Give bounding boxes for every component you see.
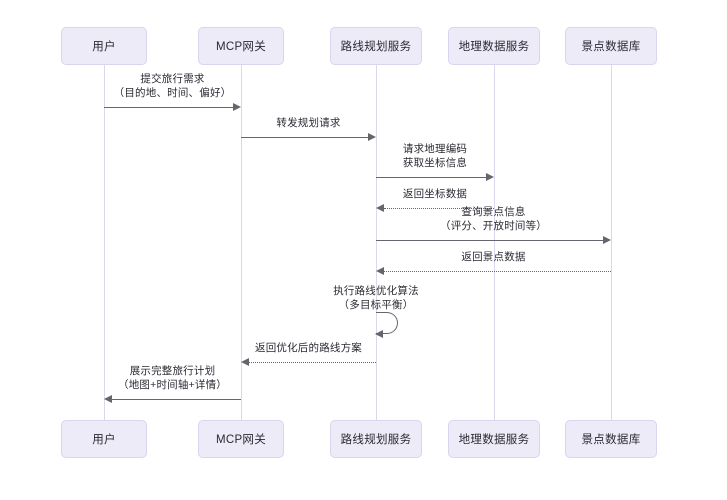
participant-label: 景点数据库 [581, 41, 641, 53]
arrow-head-2 [368, 132, 376, 141]
lifeline-geo-data-service [494, 65, 495, 420]
participant-route-planning-service-bottom[interactable]: 路线规划服务 [330, 420, 422, 458]
message-label-9: 展示完整旅行计划 （地图+时间轴+详情） [118, 365, 227, 391]
arrow-head-6 [376, 266, 384, 275]
message-label-5: 查询景点信息 （评分、开放时间等） [440, 206, 547, 232]
message-line-5 [376, 240, 603, 241]
message-label-6: 返回景点数据 [461, 251, 526, 263]
message-line-3 [376, 177, 486, 178]
message-line-9 [112, 399, 241, 400]
message-label-4: 返回坐标数据 [402, 188, 468, 200]
lifeline-poi-database [611, 65, 612, 420]
arrow-head-3 [486, 172, 494, 181]
message-label-7: 执行路线优化算法 （多目标平衡） [333, 285, 419, 311]
participant-mcp-gateway-bottom[interactable]: MCP网关 [198, 420, 284, 458]
arrow-head-8 [241, 357, 249, 366]
participant-mcp-gateway-top[interactable]: MCP网关 [198, 27, 284, 65]
participant-label: MCP网关 [215, 434, 267, 446]
message-line-2 [241, 137, 368, 138]
participant-geo-data-service-bottom[interactable]: 地理数据服务 [448, 420, 540, 458]
lifeline-user [104, 65, 105, 420]
arrow-head-7 [375, 329, 383, 338]
message-label-1: 提交旅行需求 （目的地、时间、偏好） [113, 73, 232, 99]
participant-user-bottom[interactable]: 用户 [61, 420, 147, 458]
message-line-8 [249, 362, 376, 363]
message-label-2: 转发规划请求 [276, 117, 341, 129]
message-label-8: 返回优化后的路线方案 [255, 342, 362, 354]
arrow-head-5 [603, 235, 611, 244]
message-line-6 [384, 271, 611, 272]
participant-poi-database-top[interactable]: 景点数据库 [565, 27, 657, 65]
participant-label: 地理数据服务 [458, 434, 530, 446]
lifeline-route-planning-service [376, 65, 377, 420]
arrow-head-1 [233, 102, 241, 111]
participant-label: 地理数据服务 [458, 41, 530, 53]
message-line-4 [384, 208, 494, 209]
participant-label: 路线规划服务 [340, 434, 412, 446]
participant-label: 景点数据库 [581, 434, 641, 446]
participant-label: MCP网关 [215, 41, 267, 53]
participant-label: 用户 [92, 41, 116, 53]
participant-label: 用户 [92, 434, 116, 446]
arrow-head-9 [104, 394, 112, 403]
message-line-1 [104, 107, 233, 108]
participant-route-planning-service-top[interactable]: 路线规划服务 [330, 27, 422, 65]
message-label-3: 请求地理编码 获取坐标信息 [402, 143, 468, 169]
arrow-head-4 [376, 203, 384, 212]
lifeline-mcp-gateway [241, 65, 242, 420]
participant-label: 路线规划服务 [340, 41, 412, 53]
self-loop-7 [376, 312, 398, 334]
participant-user-top[interactable]: 用户 [61, 27, 147, 65]
participant-geo-data-service-top[interactable]: 地理数据服务 [448, 27, 540, 65]
participant-poi-database-bottom[interactable]: 景点数据库 [565, 420, 657, 458]
